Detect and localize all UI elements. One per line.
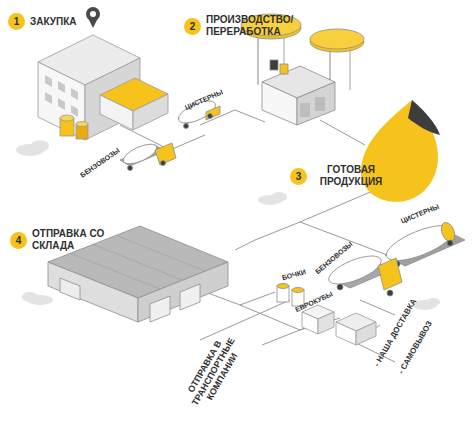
step-label: 2 ПРОИЗВОДСТВО/ ПЕРЕРАБОТКА bbox=[184, 14, 298, 38]
location-pin bbox=[86, 7, 100, 28]
step-title: ЗАКУПКА bbox=[30, 16, 77, 28]
step-number: 2 bbox=[184, 18, 201, 35]
step-label: 1 ЗАКУПКА bbox=[8, 13, 77, 30]
warehouse bbox=[48, 226, 228, 322]
step-title: ГОТОВАЯ ПРОДУКЦИЯ bbox=[312, 164, 390, 188]
pallet-stack bbox=[336, 313, 376, 345]
item-label: ОТПРАВКА В ТРАНСПОРТНЫЕ КОМПАНИИ bbox=[178, 325, 250, 420]
step-label: 3 ГОТОВАЯ ПРОДУКЦИЯ bbox=[290, 164, 390, 188]
step-label: 4 ОТПРАВКА СО СКЛАДА bbox=[10, 228, 112, 252]
factory bbox=[38, 35, 168, 140]
step-number: 1 bbox=[8, 13, 25, 30]
step-number: 4 bbox=[10, 232, 27, 249]
item-label: БОЧКИ bbox=[281, 268, 307, 282]
step-title: ПРОИЗВОДСТВО/ ПЕРЕРАБОТКА bbox=[206, 14, 298, 38]
item-label: ЦИСТЕРНЫ bbox=[400, 203, 440, 225]
step-number: 3 bbox=[290, 168, 307, 185]
item-label: БЕНЗОВОЗЫ bbox=[79, 147, 121, 180]
fuel-truck bbox=[120, 140, 176, 170]
step-title: ОТПРАВКА СО СКЛАДА bbox=[32, 228, 112, 252]
